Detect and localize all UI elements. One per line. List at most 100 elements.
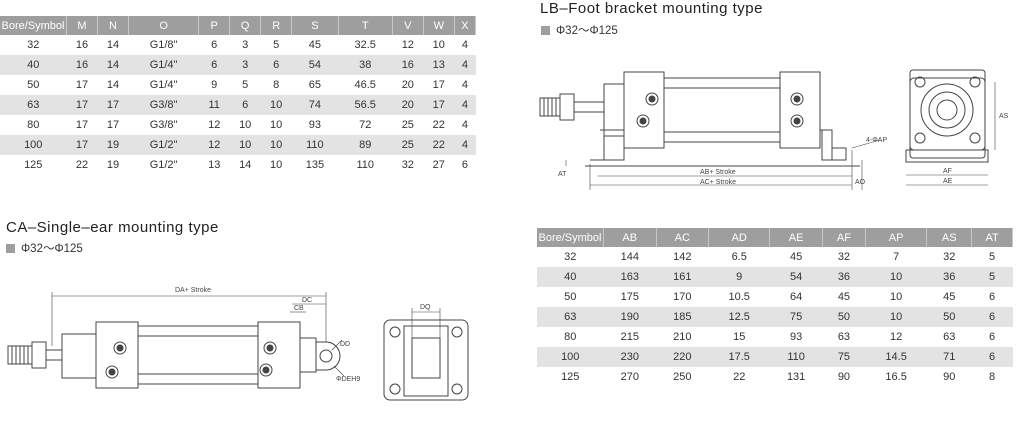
table-cell: 46.5	[354, 79, 376, 91]
table-cell: 72	[359, 119, 372, 131]
table-cell: 19	[97, 135, 129, 155]
table-cell: 6	[229, 95, 261, 115]
table-cell: 10	[890, 291, 903, 303]
table-cell: 75	[822, 347, 866, 367]
ca-bore-range: Φ32～Φ125	[6, 240, 83, 256]
table-cell: 63	[537, 307, 604, 327]
table-cell: 12.5	[708, 307, 770, 327]
column-header: AC	[656, 228, 710, 247]
lb-side-view-labels: AB+ Stroke AC+ Stroke AO AT 4-ΦAP	[558, 137, 887, 186]
table-cell: 10	[239, 119, 252, 131]
table-cell: 5	[971, 267, 1013, 287]
table-cell: 10	[865, 267, 927, 287]
column-header: AS	[926, 228, 973, 247]
table-cell: 7	[893, 251, 900, 263]
table-cell: 45	[943, 291, 956, 303]
table-cell: 17	[432, 79, 445, 91]
table-cell: 110	[291, 135, 339, 155]
table-cell: 63	[837, 331, 851, 343]
table-cell: 32.5	[354, 39, 376, 51]
column-header: AT	[971, 228, 1013, 247]
ca-side-view-labels: DA+ Stroke DC CB DD ΦDEH9	[175, 287, 360, 383]
table-cell: 17.5	[708, 347, 770, 367]
table-cell: 14	[97, 55, 129, 75]
table-cell: 54	[769, 267, 823, 287]
table-cell: 8	[989, 371, 996, 383]
column-header: X	[454, 16, 477, 35]
table-cell: 25	[401, 119, 414, 131]
table-cell: 163	[603, 267, 657, 287]
table-cell: 32	[564, 251, 577, 263]
table-cell: 50	[822, 307, 866, 327]
table-cell: 16	[392, 55, 424, 75]
table-cell: 10.5	[728, 291, 750, 303]
bullet-square-icon	[541, 26, 550, 35]
table-cell: 161	[656, 267, 709, 287]
table-cell: 14	[239, 159, 252, 171]
lb-ab-stroke-label: AB+ Stroke	[700, 169, 736, 176]
table-cell: 22	[733, 371, 746, 383]
table-cell: 17	[66, 95, 98, 115]
table-cell: 17	[66, 135, 98, 155]
column-header: AP	[865, 228, 928, 247]
table-cell: 89	[338, 135, 393, 155]
table-cell: 131	[786, 371, 806, 383]
column-header: R	[260, 16, 293, 35]
table-cell: 10	[270, 119, 283, 131]
table-cell: G3/8"	[149, 119, 178, 131]
table-cell: 250	[673, 371, 692, 383]
table-cell: 6	[198, 55, 230, 75]
table-cell: 10	[260, 95, 292, 115]
table-cell: 50	[27, 79, 40, 91]
table-cell: 36	[926, 267, 972, 287]
table-cell: 90	[943, 371, 956, 383]
table-cell: 74	[291, 95, 339, 115]
table-cell: 12	[890, 331, 903, 343]
table-cell: 13	[423, 55, 455, 75]
table-cell: 230	[603, 347, 657, 367]
table-cell: G1/4"	[149, 79, 178, 91]
column-header: Bore/Symbol	[0, 16, 67, 35]
table-cell: 17	[423, 95, 455, 115]
table-cell: 110	[356, 159, 374, 171]
lb-range-text: Φ32～Φ125	[556, 25, 618, 37]
table-cell: 142	[673, 251, 692, 263]
table-cell: G3/8"	[128, 95, 199, 115]
table-cell: 32	[837, 251, 851, 263]
table-cell: 3	[242, 39, 249, 51]
table-cell: 16	[66, 55, 98, 75]
lb-af-label: AF	[943, 168, 952, 175]
table-cell: 45	[837, 291, 851, 303]
table-cell: 71	[926, 347, 972, 367]
table-cell: 65	[308, 79, 322, 91]
table-cell: 27	[432, 159, 445, 171]
table-cell: 4	[454, 135, 476, 155]
table-cell: 14	[106, 39, 120, 51]
table-cell: 4	[461, 39, 468, 51]
table-cell: 5	[242, 79, 249, 91]
column-header: AF	[822, 228, 866, 247]
column-header: T	[338, 16, 393, 35]
table-cell: 25	[392, 135, 424, 155]
table-cell: 90	[837, 371, 851, 383]
table-cell: 100	[537, 347, 604, 367]
table-cell: 190	[603, 307, 657, 327]
table-cell: 10	[865, 307, 927, 327]
table-cell: 135	[305, 159, 325, 171]
table-cell: G1/8"	[149, 39, 178, 51]
table-cell: 14.5	[865, 347, 927, 367]
table-cell: 6	[989, 331, 996, 343]
table-cell: G1/2"	[128, 135, 199, 155]
column-header: Bore/Symbol	[537, 228, 604, 247]
